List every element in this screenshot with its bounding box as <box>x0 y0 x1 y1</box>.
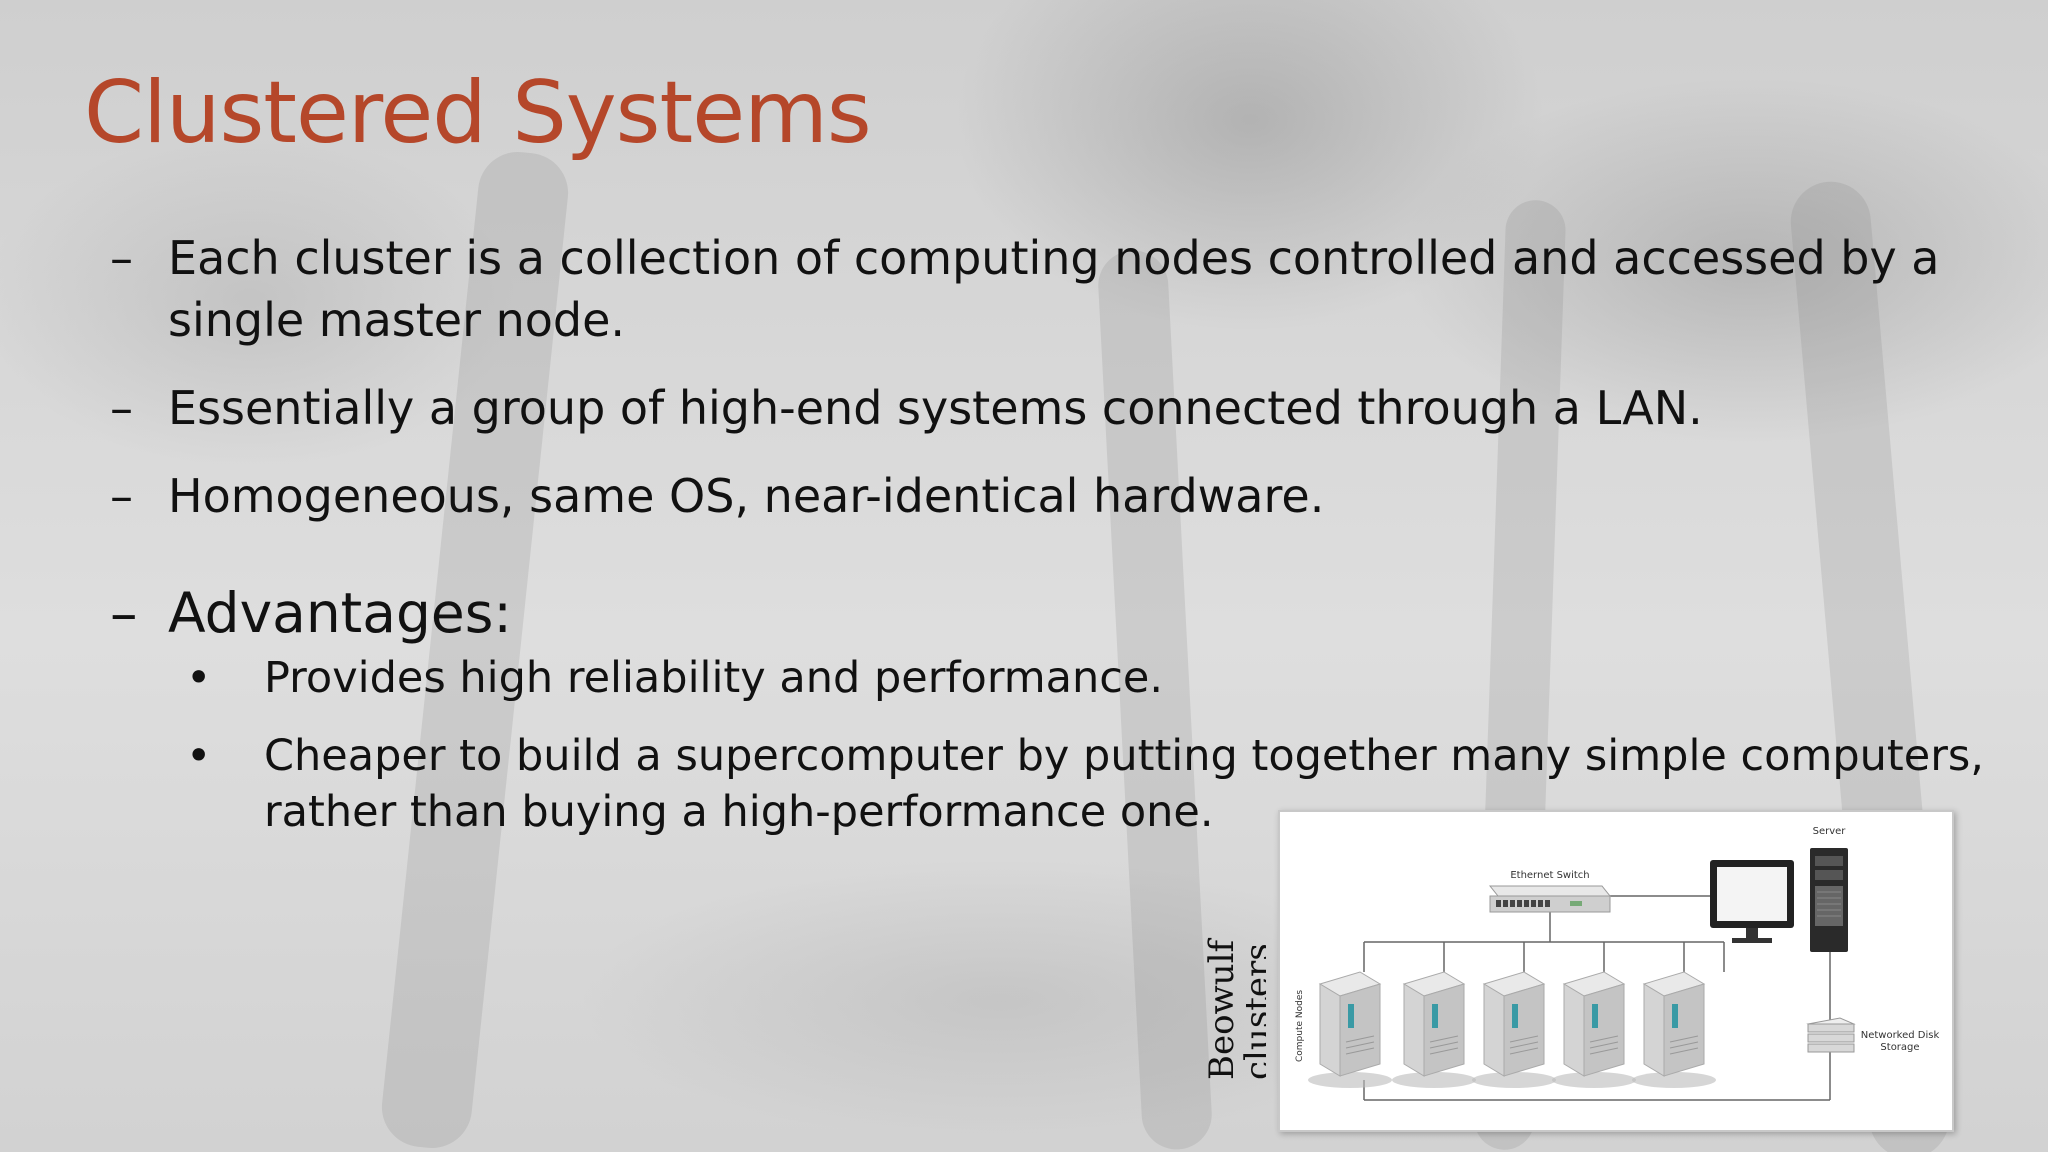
bullet-1: – Each cluster is a collection of comput… <box>0 228 2048 358</box>
bullet-marker: – <box>110 581 138 645</box>
disk-label-line-1: Networked Disk <box>1861 1030 1940 1041</box>
bullet-marker: – <box>110 469 133 523</box>
advantages-heading: – Advantages: <box>0 580 1000 650</box>
switch-label: Ethernet Switch <box>1510 870 1589 881</box>
bullet-text: Each cluster is a collection of computin… <box>168 231 1940 285</box>
bullet-marker: – <box>110 381 133 435</box>
bullet-2: – Essentially a group of high-end system… <box>0 378 2048 440</box>
compute-node-icon <box>1308 971 1392 1088</box>
cluster-diagram-svg: Ethernet Switch Server <box>1295 826 1940 1101</box>
bullet-text: Homogeneous, same OS, near-identical har… <box>168 469 1325 523</box>
server-label: Server <box>1813 826 1847 837</box>
sub-bullet-text: Provides high reliability and performanc… <box>264 653 1164 703</box>
caption-line-2: clusters <box>1240 943 1266 1080</box>
bullet-text: Essentially a group of high-end systems … <box>168 381 1703 435</box>
network-wires <box>1363 895 1831 1101</box>
compute-node-icon <box>1632 971 1716 1088</box>
slide-title: Clustered Systems <box>84 63 872 163</box>
monitor-icon <box>1710 860 1794 943</box>
sub-bullet-marker: • <box>186 653 212 703</box>
server-icon <box>1810 848 1848 952</box>
disk-label-line-2: Storage <box>1880 1042 1919 1053</box>
caption-line-1: Beowulf <box>1202 939 1242 1080</box>
sub-bullet-text: Cheaper to build a supercomputer by putt… <box>264 731 1984 781</box>
advantage-item-1: • Provides high reliability and performa… <box>0 650 2048 710</box>
compute-node-icon <box>1472 971 1556 1088</box>
compute-node-icon <box>1552 971 1636 1088</box>
sub-bullet-marker: • <box>186 731 212 781</box>
compute-nodes-label: Compute Nodes <box>1295 990 1305 1062</box>
beowulf-cluster-diagram: Ethernet Switch Server <box>1278 810 1954 1132</box>
sub-bullet-text-cont: rather than buying a high-performance on… <box>264 787 1214 837</box>
compute-nodes <box>1308 971 1716 1088</box>
advantage-item-2: • Cheaper to build a supercomputer by pu… <box>0 728 2048 848</box>
bullet-marker: – <box>110 231 133 285</box>
bullet-3: – Homogeneous, same OS, near-identical h… <box>0 466 2048 528</box>
bullet-text-cont: single master node. <box>168 293 626 347</box>
ethernet-switch-icon <box>1488 885 1612 913</box>
advantages-heading-text: Advantages: <box>168 581 512 645</box>
disk-storage-icon <box>1806 1017 1856 1053</box>
compute-node-icon <box>1392 971 1476 1088</box>
